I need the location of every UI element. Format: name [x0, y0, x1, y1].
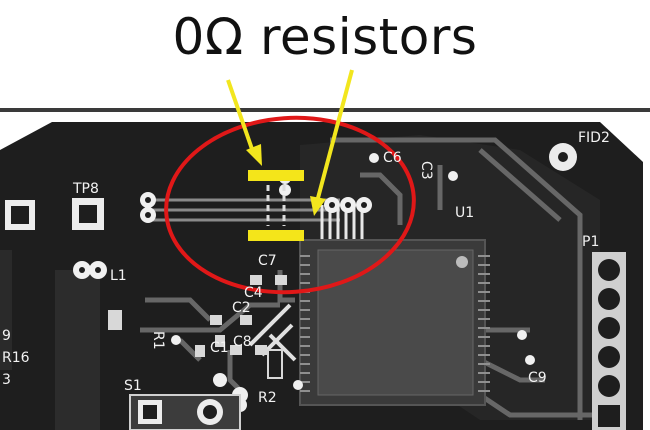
bus-traces: [150, 198, 340, 222]
smd-pads: [108, 275, 287, 379]
p1-header: [592, 252, 626, 430]
fid2-fiducial: [549, 143, 577, 171]
label-nine: 9: [2, 328, 11, 344]
diagram-title: 0Ω resistors: [172, 8, 478, 66]
label-c1: C1: [210, 340, 229, 356]
copper-pour-left: [55, 270, 100, 430]
label-u1: U1: [455, 205, 474, 221]
label-p1: P1: [582, 234, 599, 250]
s1-switch: [129, 394, 241, 430]
highlight-circle: [164, 115, 416, 295]
label-c4: C4: [244, 285, 263, 301]
label-c2: C2: [232, 300, 251, 316]
pin1-marker: [456, 256, 468, 268]
top-divider: [0, 108, 650, 112]
label-c3: C3: [418, 161, 434, 180]
label-fid2: FID2: [578, 130, 610, 146]
zero-ohm-resistors: [248, 170, 304, 241]
label-l1: L1: [110, 268, 127, 284]
u1-pins: [300, 255, 490, 392]
label-c8: C8: [233, 334, 252, 350]
label-r2: R2: [258, 390, 277, 406]
traces: [140, 137, 600, 420]
edge-pad: [5, 200, 35, 230]
label-c6: C6: [383, 150, 402, 166]
label-tp8: TP8: [72, 181, 99, 197]
label-c9: C9: [528, 370, 547, 386]
label-s1: S1: [124, 378, 142, 394]
label-r16: R16: [2, 350, 30, 366]
copper-pour-left-edge: [0, 250, 12, 370]
u1-chip: [299, 239, 486, 406]
tp8-pad: [72, 198, 104, 230]
resistor-pad-top: [248, 170, 304, 181]
label-c7: C7: [258, 253, 277, 269]
arrow-icon: [226, 69, 354, 216]
via-holes: [79, 197, 367, 273]
label-r1: R1: [150, 331, 166, 350]
label-three: 3: [2, 372, 11, 388]
resistor-pad-bottom: [248, 230, 304, 241]
